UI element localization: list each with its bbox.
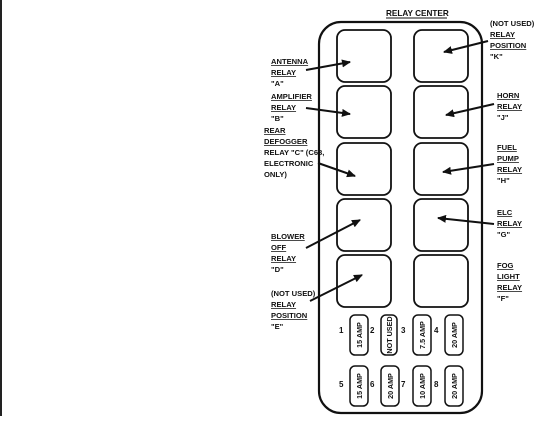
label-line: "J" [497, 113, 509, 122]
label-line: RELAY [497, 102, 522, 111]
fuse-4 [444, 314, 464, 356]
label-rear-defogger-relay: REAR DEFOGGER RELAY "C" (C68, ELECTRONIC… [264, 126, 324, 179]
fuse-8 [444, 365, 464, 407]
label-line: "H" [497, 176, 510, 185]
fuse-number: 4 [434, 326, 439, 335]
relay-j [413, 85, 469, 139]
label-line: "B" [271, 114, 284, 123]
label-line: RELAY [490, 30, 515, 39]
label-line: OFF [271, 243, 287, 252]
label-relay-position-k: (NOT USED) RELAY POSITION "K" [490, 19, 535, 61]
relay-f [413, 254, 469, 308]
relay-d [336, 198, 392, 252]
arrow-horn [445, 103, 495, 118]
fuse-number: 3 [401, 326, 406, 335]
label-line: ANTENNA [271, 57, 309, 66]
label-line: ELC [497, 208, 513, 217]
label-line: REAR [264, 126, 286, 135]
fuse-rating: 15 AMP [355, 373, 364, 399]
relay-position-k [413, 29, 469, 83]
arrow-fuel-pump [442, 163, 495, 175]
arrow-rear-defogger [317, 162, 356, 178]
fuse-rating: 20 AMP [450, 322, 459, 348]
label-relay-position-e: (NOT USED) RELAY POSITION "E" [271, 289, 316, 331]
fuse-6 [380, 365, 400, 407]
label-line: FOG [497, 261, 514, 270]
fuse-5 [349, 365, 369, 407]
label-fuel-pump-relay: FUEL PUMP RELAY "H" [497, 143, 522, 185]
fuse-rating: NOT USED [385, 316, 394, 353]
arrow-antenna [305, 59, 351, 71]
label-line: PUMP [497, 154, 519, 163]
fuse-rating: 20 AMP [450, 373, 459, 399]
relay-c [336, 142, 392, 196]
fuse-number: 6 [370, 380, 375, 389]
label-line: "G" [497, 230, 511, 239]
label-line: "K" [490, 52, 503, 61]
label-antenna-relay: ANTENNA RELAY "A" [271, 57, 309, 88]
label-line: BLOWER [271, 232, 305, 241]
label-line: RELAY [271, 103, 296, 112]
label-line: POSITION [490, 41, 526, 50]
relay-b [336, 85, 392, 139]
label-line: ELECTRONIC [264, 159, 314, 168]
fuse-rating: 20 AMP [386, 373, 395, 399]
label-line: (NOT USED) [490, 19, 535, 28]
relay-position-e [336, 254, 392, 308]
fuse-number: 1 [339, 326, 344, 335]
fuse-7 [412, 365, 432, 407]
fuse-rating: 7.5 AMP [418, 321, 427, 349]
arrow-blower-off [305, 219, 361, 249]
label-line: RELAY [271, 300, 296, 309]
label-line: DEFOGGER [264, 137, 308, 146]
label-line: "D" [271, 265, 284, 274]
fuse-number: 2 [370, 326, 375, 335]
label-amplifier-relay: AMPLIFIER RELAY "B" [271, 92, 312, 123]
label-line: RELAY "C" (C68, [264, 148, 324, 157]
left-border-line [0, 0, 2, 416]
fuse-number: 7 [401, 380, 406, 389]
label-line: RELAY [271, 254, 296, 263]
arrow-relay-position-e [309, 274, 363, 302]
label-blower-off-relay: BLOWER OFF RELAY "D" [271, 232, 305, 274]
fuse-number: 5 [339, 380, 344, 389]
diagram-title: RELAY CENTER [386, 9, 449, 18]
label-line: FUEL [497, 143, 517, 152]
label-line: RELAY [497, 219, 522, 228]
fuse-2 [380, 314, 398, 356]
label-line: (NOT USED) [271, 289, 316, 298]
label-line: POSITION [271, 311, 307, 320]
fuse-3 [412, 314, 432, 356]
label-line: "A" [271, 79, 284, 88]
label-line: RELAY [497, 283, 522, 292]
label-line: LIGHT [497, 272, 520, 281]
fuse-1 [349, 314, 369, 356]
fuse-rating: 15 AMP [355, 322, 364, 348]
arrow-relay-position-k [443, 40, 489, 54]
label-line: "F" [497, 294, 509, 303]
fuse-rating: 10 AMP [418, 373, 427, 399]
arrow-elc [437, 214, 495, 225]
label-horn-relay: HORN RELAY "J" [497, 91, 522, 122]
arrow-amplifier [305, 107, 351, 117]
label-line: RELAY [497, 165, 522, 174]
relay-g [413, 198, 469, 252]
relay-center-housing [317, 20, 484, 415]
label-line: "E" [271, 322, 284, 331]
label-line: ONLY) [264, 170, 287, 179]
label-elc-relay: ELC RELAY "G" [497, 208, 522, 239]
label-line: AMPLIFIER [271, 92, 312, 101]
label-line: HORN [497, 91, 519, 100]
label-line: RELAY [271, 68, 296, 77]
relay-a [336, 29, 392, 83]
fuse-number: 8 [434, 380, 439, 389]
label-fog-light-relay: FOG LIGHT RELAY "F" [497, 261, 522, 303]
